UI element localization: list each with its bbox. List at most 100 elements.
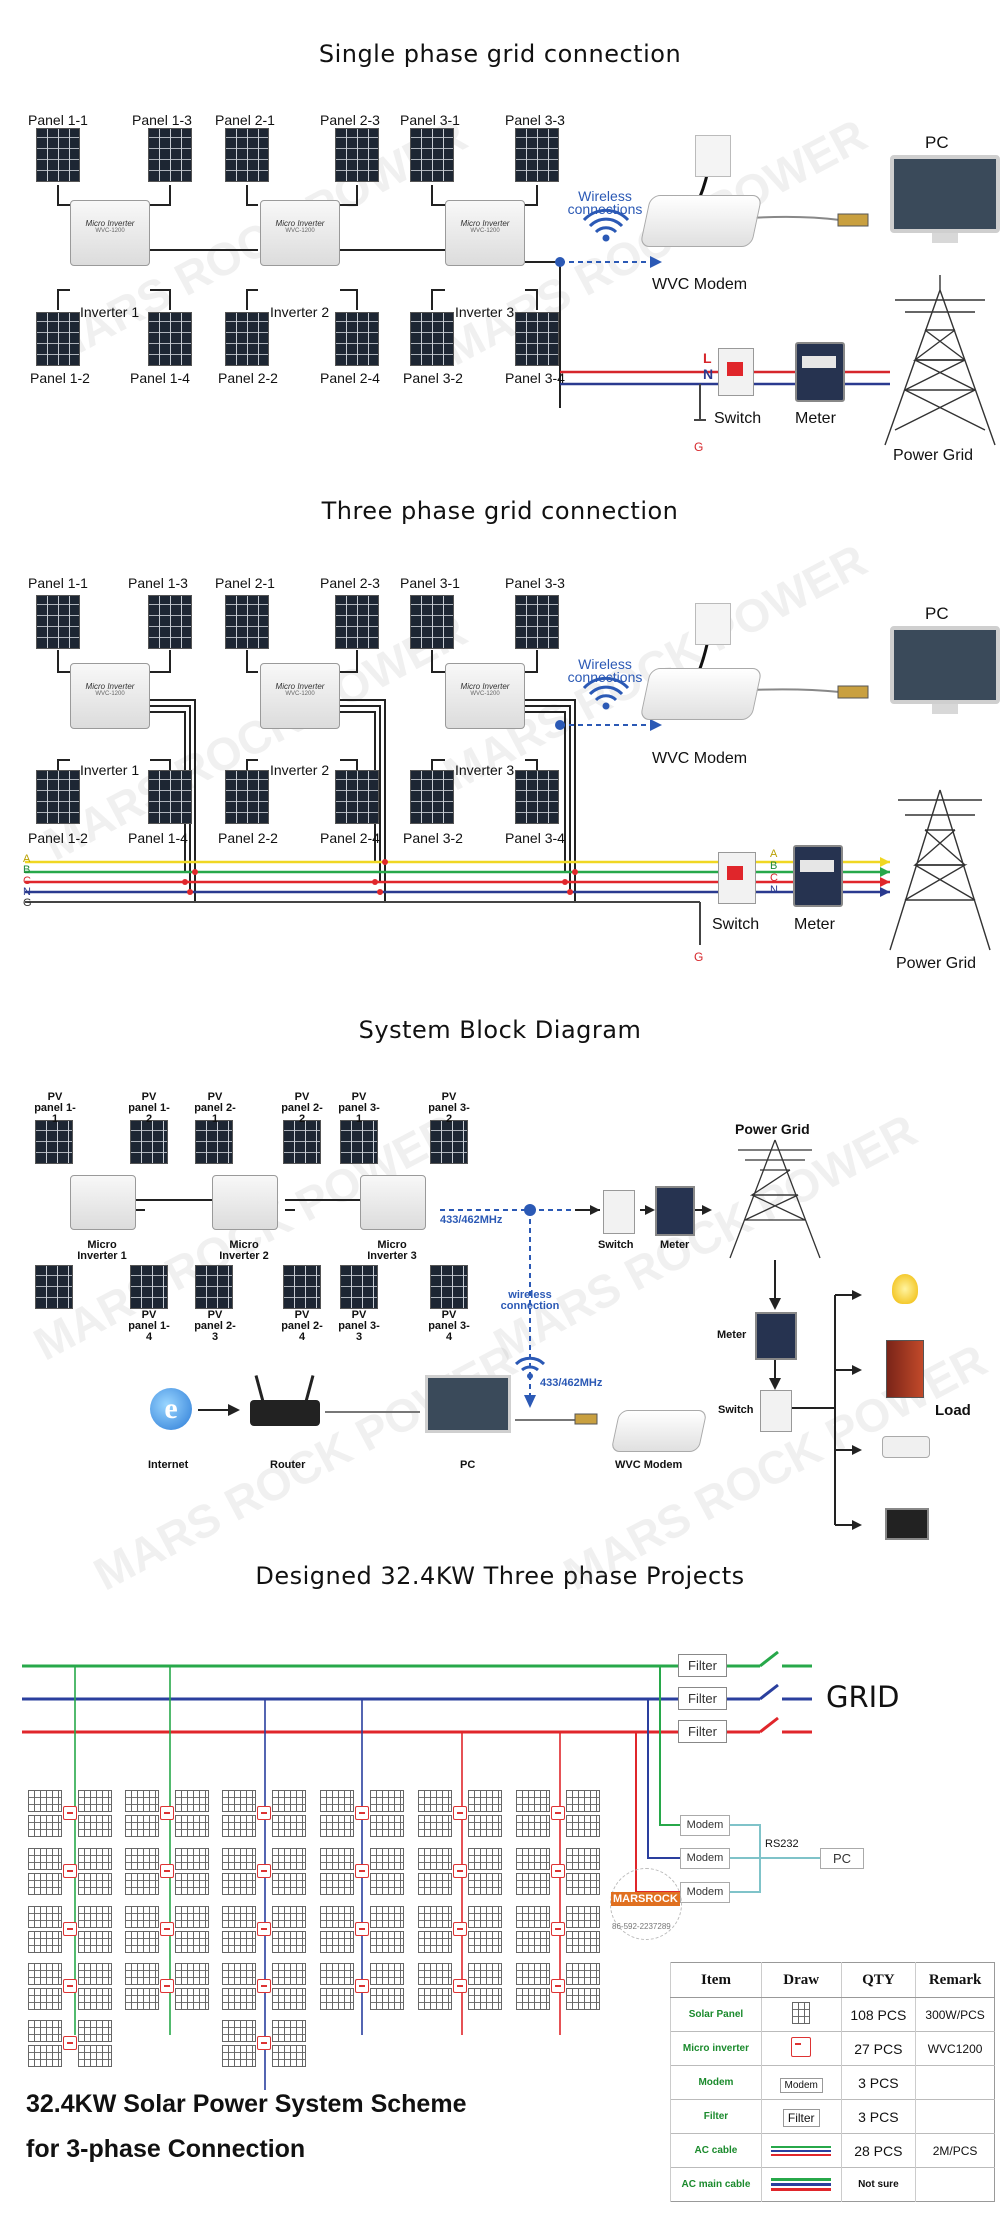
solar-panel-icon [222,2045,256,2067]
filter-box: Filter [678,1687,727,1710]
pc-monitor-icon [425,1375,511,1433]
pc-label: PC [925,133,949,152]
draw-cell [760,2031,842,2066]
panel-label: Panel 3-2 [403,830,463,846]
line-n-label: N [23,886,31,898]
grid-label: Power Grid [893,447,974,464]
solar-panel-icon [175,1815,209,1837]
filter-draw: Filter [782,2108,820,2127]
solar-panel-icon [125,1963,159,1985]
panel-label: Panel 2-4 [320,830,380,846]
meter-display-icon [800,860,834,872]
lightbulb-icon [892,1274,918,1304]
modem-box: Modem [680,1848,730,1869]
solar-panel-icon [28,2045,62,2067]
solar-panel-icon [272,1790,306,1812]
header-remark: Remark [915,1962,995,1998]
solar-panel-icon [222,1931,256,1953]
internet-icon: e [150,1388,192,1430]
micro-inverter-icon [257,1979,271,1993]
micro-inverter-icon [355,1979,369,1993]
pc-label: PC [460,1459,476,1471]
draw-cell [760,1997,842,2032]
header-draw: Draw [760,1962,842,1998]
solar-panel-icon [410,770,454,824]
pv-panel-label: PV panel 3-1 [338,1091,380,1125]
ground-label: G [694,440,704,454]
pc-monitor-icon [890,155,1000,233]
solar-panel-icon [125,1906,159,1928]
solar-panel-icon [28,1790,62,1812]
inverter-label: Micro Inverter 2 [219,1239,269,1262]
tv-icon [885,1508,929,1540]
solar-panel-icon [78,1815,112,1837]
marsrock-logo-icon [610,1868,682,1940]
solar-panel-icon [566,1988,600,2010]
title-single-phase: Single phase grid connection [318,40,682,68]
table-row: AC cable 28 PCS 2M/PCS [670,2133,995,2168]
solar-panel-icon [566,1790,600,1812]
solar-panel-icon [516,1848,550,1870]
solar-panel-icon [28,1906,62,1928]
panel-label: Panel 1-1 [28,575,88,591]
solar-panel-icon [78,1848,112,1870]
panel-label: Panel 1-2 [28,830,88,846]
micro-inverter-icon [551,1922,565,1936]
pv-panel-label: PV panel 2-3 [194,1309,236,1343]
meter-c-label: C [770,872,778,884]
panel-label: Panel 1-3 [128,575,188,591]
solar-panel-icon [272,1931,306,1953]
router-icon [250,1400,320,1426]
solar-panel-icon [468,1988,502,2010]
switch-red-lever-icon [727,866,743,880]
pv-panel-label: PV panel 2-4 [281,1309,323,1343]
solar-panel-icon [28,1848,62,1870]
solar-panel-icon [225,595,269,649]
micro-inverter-icon [355,1864,369,1878]
switch-label: Switch [714,410,762,427]
solar-panel-icon [78,2020,112,2042]
switch-label: Switch [718,1404,754,1416]
micro-inverter-icon [453,1922,467,1936]
modem-label: WVC Modem [652,276,748,293]
block-diagram-wiring [70,1139,862,1530]
solar-panel-icon [272,1873,306,1895]
wall-socket-icon [695,135,731,177]
micro-inverter-icon [63,1864,77,1878]
solar-panel-icon [468,1815,502,1837]
qty-cell: 28 PCS [840,2133,916,2168]
solar-panel-icon [78,1906,112,1928]
solar-panel-icon [125,1931,159,1953]
grid-label: Power Grid [735,1121,810,1137]
router-label: Router [270,1459,306,1471]
solar-panel-icon [36,312,80,366]
meter-icon [655,1186,695,1236]
solar-panel-icon [468,1848,502,1870]
line-l-label: L [703,350,712,366]
solar-panel-icon [515,770,559,824]
solar-panel-icon [225,770,269,824]
solar-panel-icon [418,1790,452,1812]
solar-panel-icon [125,1790,159,1812]
micro-inverter-icon [360,1175,426,1230]
micro-inverter-icon [70,1175,136,1230]
wireless-label: Wireless connections [567,188,643,217]
title-block-diagram: System Block Diagram [358,1016,642,1044]
micro-inverter-icon [160,1979,174,1993]
solar-panel-icon [78,1790,112,1812]
micro-inverter-icon [355,1806,369,1820]
line-a-label: A [23,853,31,865]
solar-panel-icon [175,1848,209,1870]
solar-panel-icon [78,1963,112,1985]
inverter-label: Inverter 2 [270,304,330,320]
solar-panel-icon [516,1815,550,1837]
panel-label: Panel 2-1 [215,575,275,591]
solar-panel-icon [340,1265,378,1309]
modem-box: Modem [680,1815,730,1836]
solar-panel-icon [36,595,80,649]
solar-panel-icon [175,1873,209,1895]
